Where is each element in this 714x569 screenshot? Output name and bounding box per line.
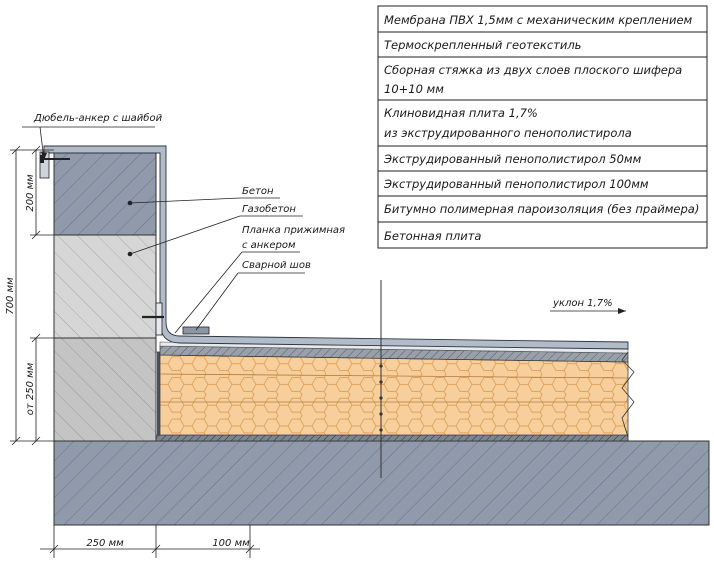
dim-100-horizontal: 100 мм — [212, 538, 250, 549]
legend-geotextile: Термоскрепленный геотекстиль — [384, 38, 581, 52]
xps-insulation-layers — [159, 354, 629, 436]
dim-200: 200 мм — [25, 174, 36, 212]
welded-seam — [182, 326, 210, 335]
vapor-barrier-layer — [155, 434, 629, 442]
label-concrete: Бетон — [242, 186, 274, 197]
label-clamping-plank-anchor: с анкером — [242, 240, 296, 251]
legend-xps-100: Экструдированный пенополистирол 100мм — [383, 177, 649, 191]
dowel-anchor-with-washer — [39, 151, 70, 179]
legend-pvc-membrane: Мембрана ПВХ 1,5мм с механическим крепле… — [384, 13, 693, 27]
label-welded-seam: Сварной шов — [242, 260, 311, 271]
clamping-plank-with-anchor — [142, 302, 164, 336]
fastener-dot-5 — [379, 428, 383, 432]
legend-wedge-plate: Клиновидная плита 1,7% — [384, 106, 538, 120]
fastener-dot-3 — [379, 396, 383, 400]
legend-concrete-slab: Бетонная плита — [384, 229, 481, 243]
vapor-barrier-upturn — [157, 352, 160, 435]
legend-slate-screed-thickness: 10+10 мм — [384, 82, 444, 96]
dim-250-horizontal: 250 мм — [86, 538, 124, 549]
label-slope: уклон 1,7% — [552, 298, 613, 309]
xps-layer-boundary-2 — [159, 373, 629, 379]
legend-vapor-barrier: Битумно полимерная пароизоляция (без пра… — [384, 202, 699, 216]
parapet-aerated-block-lower — [53, 337, 157, 442]
dim-250-vertical: от 250 мм — [25, 362, 36, 415]
callout-concrete-aerated: Бетон Газобетон — [127, 186, 303, 257]
legend-xps-50: Экструдированный пенополистирол 50мм — [383, 152, 642, 166]
label-aerated-concrete: Газобетон — [242, 203, 296, 215]
dimension-lines — [10, 145, 260, 558]
legend-wedge-plate-material: из экструдированного пенополистирола — [384, 126, 632, 140]
callout-clamping-plank: Планка прижимная с анкером — [174, 225, 345, 334]
parapet-concrete-cap — [53, 149, 157, 236]
layer-legend-table: Мембрана ПВХ 1,5мм с механическим крепле… — [377, 5, 708, 249]
callout-welded-seam: Сварной шов — [195, 260, 311, 331]
parapet-aerated-block-upper — [53, 234, 157, 339]
fastener-dot-2 — [379, 380, 383, 384]
dim-700: 700 мм — [5, 277, 16, 315]
label-clamping-plank: Планка прижимная — [242, 225, 345, 236]
label-dowel-anchor: Дюбель-анкер с шайбой — [33, 112, 163, 124]
slope-indicator: уклон 1,7% — [550, 298, 626, 314]
fastener-dot-1 — [379, 364, 383, 368]
fastener-dot-4 — [379, 412, 383, 416]
callout-dowel-anchor: Дюбель-анкер с шайбой — [22, 112, 163, 161]
legend-slate-screed: Сборная стяжка из двух слоев плоского ши… — [384, 63, 682, 77]
break-line-right — [621, 351, 635, 438]
